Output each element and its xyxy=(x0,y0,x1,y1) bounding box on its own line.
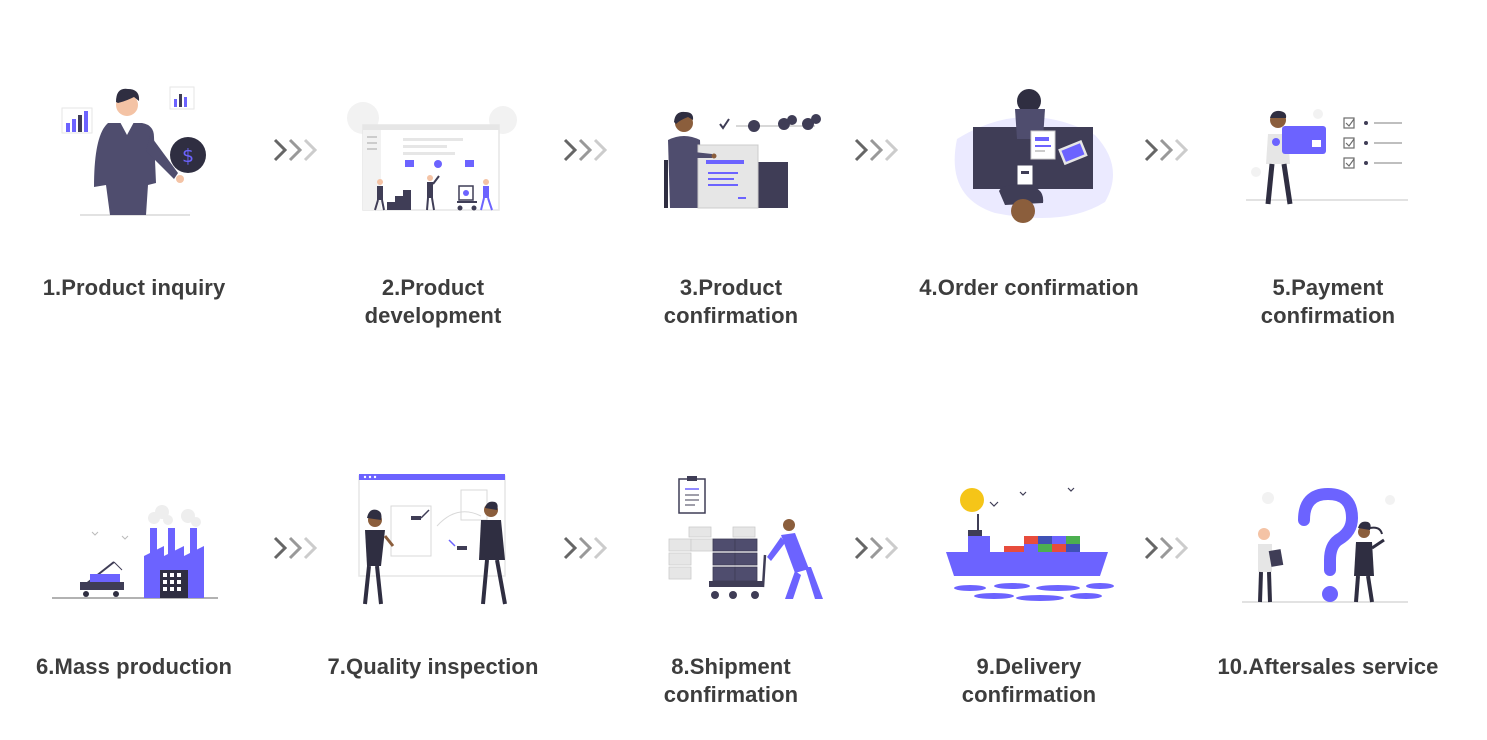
chevron-right-icon xyxy=(854,536,899,560)
chevron-right-icon xyxy=(1144,138,1189,162)
step-label-quality-inspection: 7.Quality inspection xyxy=(327,654,539,679)
chevron-right-icon xyxy=(563,536,608,560)
svg-text:$: $ xyxy=(182,145,194,167)
step-label-mass-production: 6.Mass production xyxy=(35,654,233,679)
person-money-icon: $ xyxy=(61,86,206,216)
chevron-right-icon xyxy=(563,138,608,162)
step-label-product-development: 2.Product development xyxy=(364,275,502,328)
chevron-right-icon xyxy=(854,138,899,162)
step-label-product-inquiry: 1.Product inquiry xyxy=(42,275,226,300)
cargo-ship-icon xyxy=(946,487,1114,601)
chevron-right-icon xyxy=(273,536,318,560)
chevron-right-icon xyxy=(273,138,318,162)
step-label-aftersales-service: 10.Aftersales service xyxy=(1217,654,1439,679)
worker-cart-boxes-icon xyxy=(668,476,823,599)
presentation-board-icon xyxy=(358,474,507,605)
chevron-right-icon xyxy=(1144,536,1189,560)
step-label-product-confirmation: 3.Product confirmation xyxy=(663,275,799,328)
meeting-table-icon xyxy=(954,89,1113,223)
factory-icon xyxy=(52,505,218,599)
step-label-payment-confirmation: 5.Payment confirmation xyxy=(1260,275,1396,328)
step-label-delivery-confirmation: 9.Delivery confirmation xyxy=(961,654,1097,707)
person-card-checklist-icon xyxy=(1246,109,1408,205)
step-label-order-confirmation: 4.Order confirmation xyxy=(919,275,1139,300)
dashboard-team-icon xyxy=(347,102,517,211)
person-board-timeline-icon xyxy=(664,111,821,209)
question-mark-people-icon xyxy=(1242,487,1408,603)
step-label-shipment-confirmation: 8.Shipment confirmation xyxy=(663,654,799,707)
